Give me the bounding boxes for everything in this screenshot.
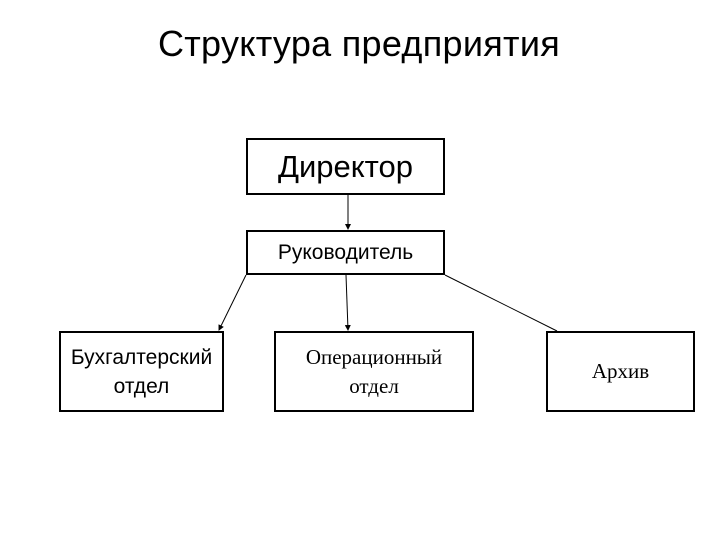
node-operations-department: Операционный отдел (274, 331, 474, 412)
page-title: Структура предприятия (157, 23, 561, 64)
edge-manager-operations (344, 274, 351, 331)
edge-manager-accounting (218, 274, 247, 331)
node-accounting-department: Бухгалтерский отдел (59, 331, 224, 412)
node-archive: Архив (546, 331, 695, 412)
node-manager: Руководитель (246, 230, 445, 275)
node-manager-label: Руководитель (277, 240, 414, 264)
node-director: Директор (246, 138, 445, 195)
node-archive-label: Архив (591, 359, 650, 383)
node-operations-label: Операционный отдел (305, 344, 443, 398)
edge-manager-archive (444, 274, 558, 332)
node-director-label: Директор (277, 148, 414, 184)
node-accounting-label: Бухгалтерский отдел (70, 345, 213, 398)
